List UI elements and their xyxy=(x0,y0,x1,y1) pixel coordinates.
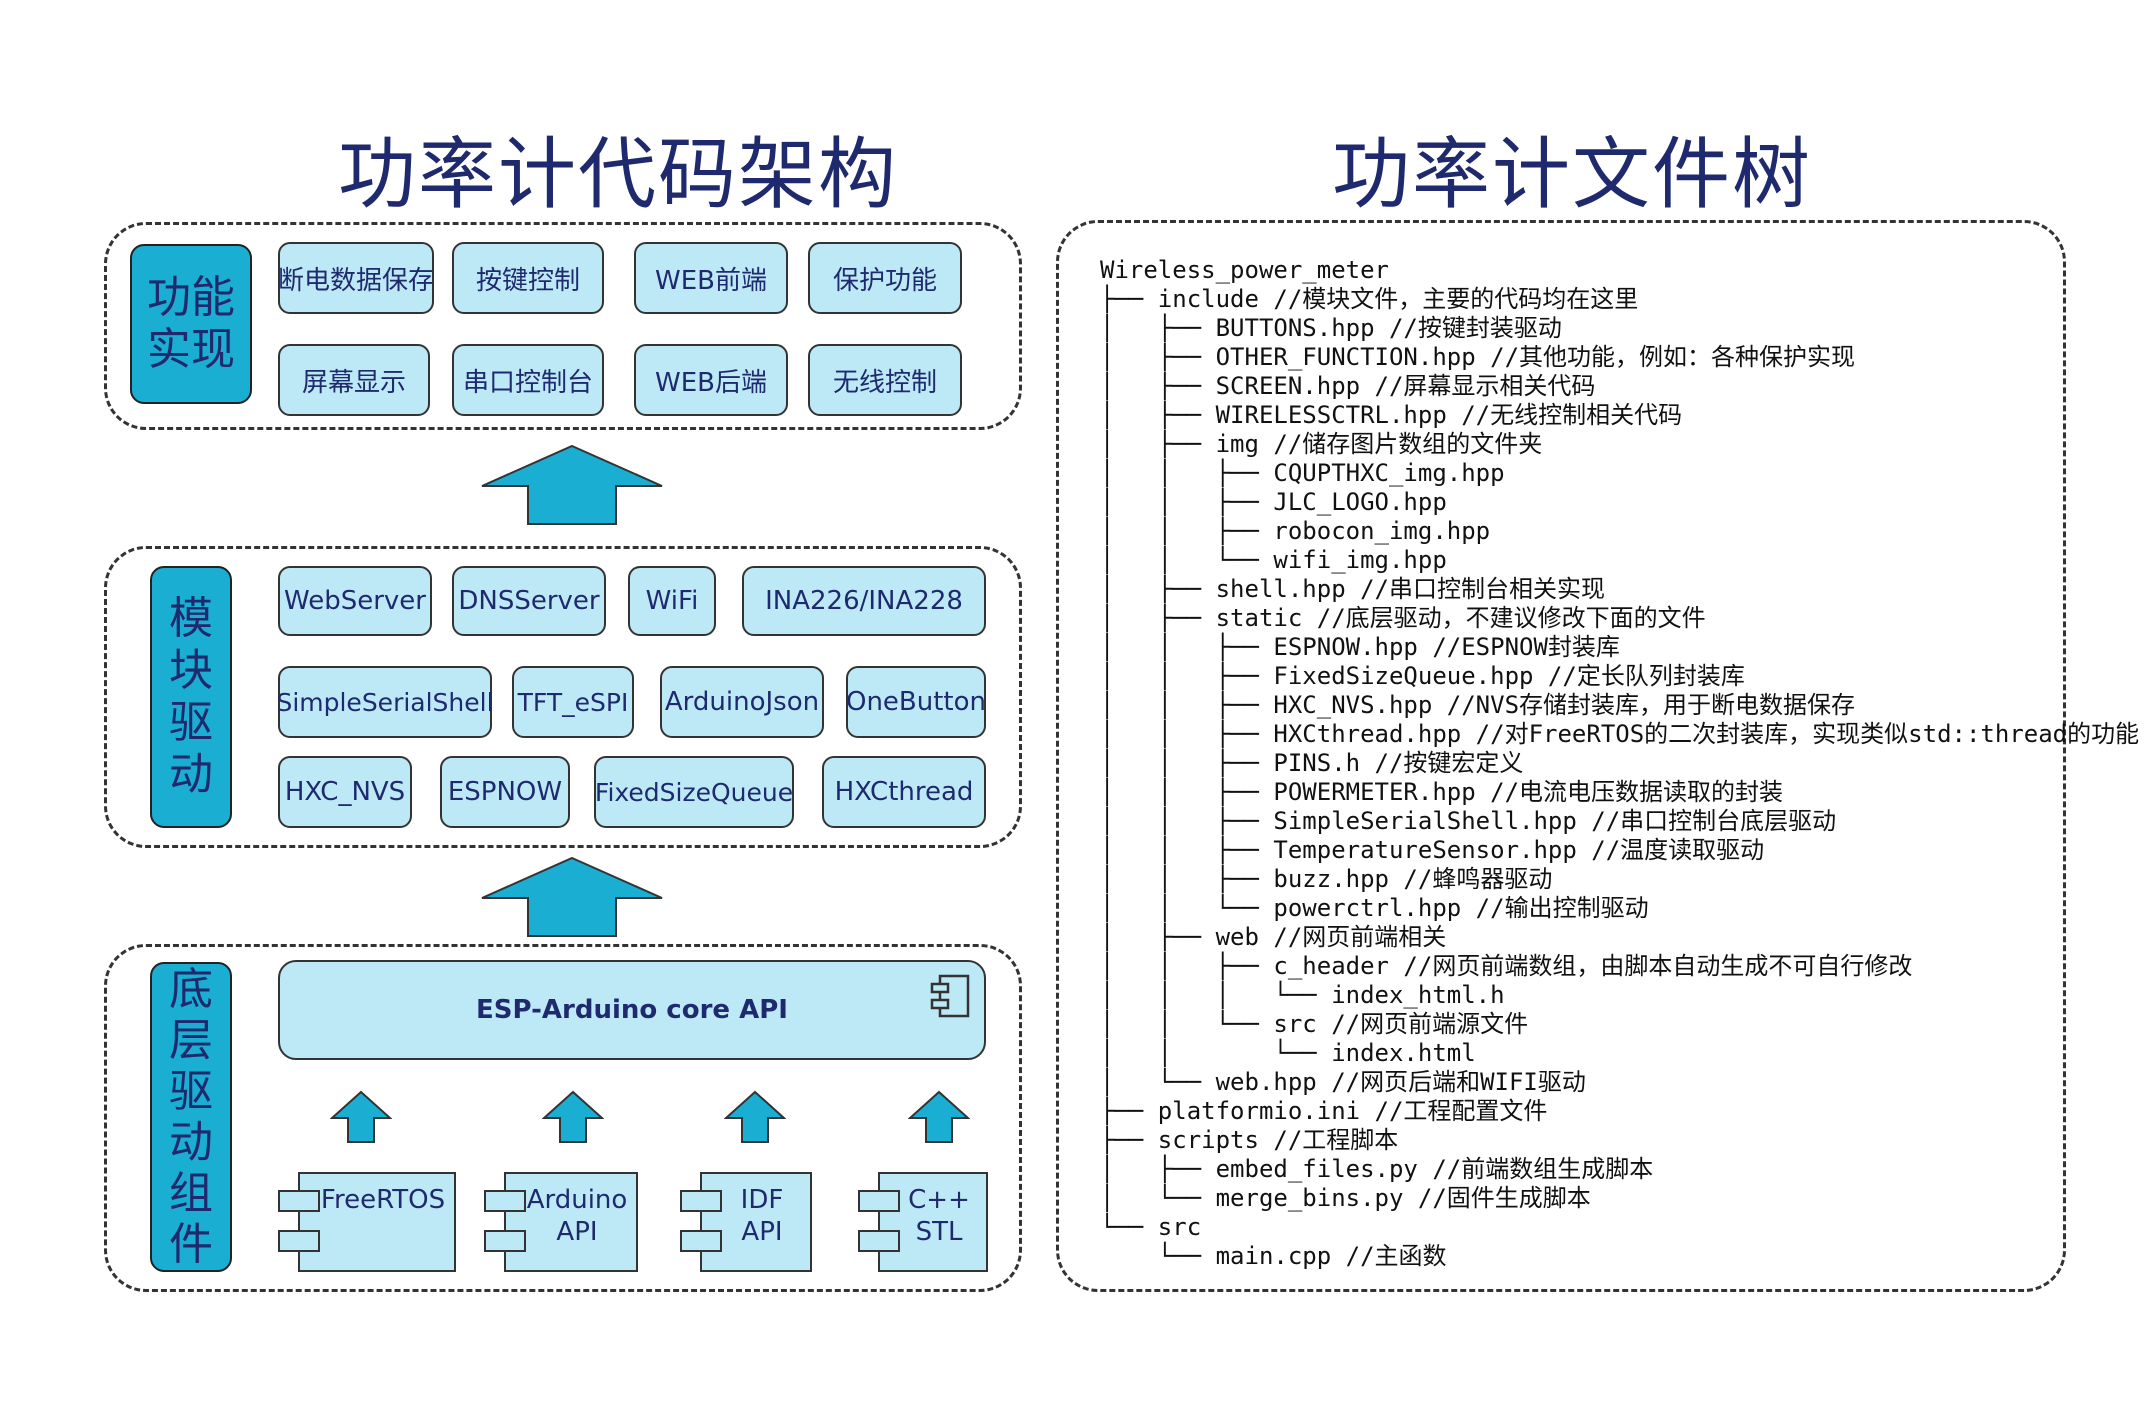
up-arrow-icon xyxy=(908,1090,970,1143)
component-label: C++ xyxy=(908,1185,970,1215)
file-tree-row: │ │ ├── HXCthread.hpp //对FreeRTOS的二次封装库，… xyxy=(1100,720,2140,748)
function-item: 保护功能 xyxy=(808,242,962,314)
function-layer-frame xyxy=(104,222,1022,430)
module-item: OneButton xyxy=(846,666,986,738)
module-item: DNSServer xyxy=(452,566,606,636)
up-arrow-icon xyxy=(542,1090,604,1143)
function-item: 无线控制 xyxy=(808,344,962,416)
file-tree-row: └── src xyxy=(1100,1213,1202,1241)
file-tree-row: │ └── web.hpp //网页后端和WIFI驱动 xyxy=(1100,1068,1586,1096)
component-freertos: FreeRTOS xyxy=(278,1172,456,1272)
component-label: FreeRTOS xyxy=(320,1185,446,1215)
core-api-label: ESP-Arduino core API xyxy=(476,995,788,1025)
module-item: WebServer xyxy=(278,566,432,636)
file-tree-row: │ │ ├── JLC_LOGO.hpp xyxy=(1100,488,1447,516)
component-label: Arduino xyxy=(526,1185,628,1215)
module-item: ESPNOW xyxy=(440,756,570,828)
file-tree-row: │ │ ├── HXC_NVS.hpp //NVS存储封装库，用于断电数据保存 xyxy=(1100,691,1856,719)
function-item: WEB后端 xyxy=(634,344,788,416)
component-idf-api: IDF API xyxy=(680,1172,812,1272)
component-icon xyxy=(930,974,970,1018)
file-tree-row: │ ├── OTHER_FUNCTION.hpp //其他功能，例如：各种保护实… xyxy=(1100,343,1856,371)
file-tree-row: │ └── merge_bins.py //固件生成脚本 xyxy=(1100,1184,1591,1212)
file-tree-row: │ │ ├── robocon_img.hpp xyxy=(1100,517,1491,545)
function-item: WEB前端 xyxy=(634,242,788,314)
module-item: HXC_NVS xyxy=(278,756,412,828)
file-tree-row: │ ├── SCREEN.hpp //屏幕显示相关代码 xyxy=(1100,372,1596,400)
file-tree-row: │ │ ├── c_header //网页前端数组，由脚本自动生成不可自行修改 xyxy=(1100,952,1913,980)
file-tree-row: │ │ ├── ESPNOW.hpp //ESPNOW封装库 xyxy=(1100,633,1620,661)
file-tree-row: │ │ ├── TemperatureSensor.hpp //温度读取驱动 xyxy=(1100,836,1765,864)
file-tree-row: ├── scripts //工程脚本 xyxy=(1100,1126,1399,1154)
file-tree-row: Wireless_power_meter xyxy=(1100,256,1389,284)
module-item: FixedSizeQueue xyxy=(594,756,794,828)
function-item: 屏幕显示 xyxy=(278,344,430,416)
file-tree-row: │ ├── embed_files.py //前端数组生成脚本 xyxy=(1100,1155,1654,1183)
module-layer-frame xyxy=(104,546,1022,848)
file-tree-row: │ │ ├── PINS.h //按键宏定义 xyxy=(1100,749,1524,777)
function-item: 按键控制 xyxy=(452,242,604,314)
file-tree-row: └── main.cpp //主函数 xyxy=(1100,1242,1447,1270)
file-tree-row: ├── platformio.ini //工程配置文件 xyxy=(1100,1097,1548,1125)
file-tree-row: │ │ └── wifi_img.hpp xyxy=(1100,546,1447,574)
base-layer-frame xyxy=(104,944,1022,1292)
module-item: ArduinoJson xyxy=(660,666,824,738)
module-item: HXCthread xyxy=(822,756,986,828)
module-item: INA226/INA228 xyxy=(742,566,986,636)
file-tree-row: │ ├── BUTTONS.hpp //按键封装驱动 xyxy=(1100,314,1562,342)
file-tree-title: 功率计文件树 xyxy=(1332,130,1813,220)
module-item: SimpleSerialShell xyxy=(276,666,494,738)
file-tree-row: │ ├── static //底层驱动，不建议修改下面的文件 xyxy=(1100,604,1706,632)
function-layer-label: 功能 实现 xyxy=(130,244,252,404)
file-tree-row: ├── include //模块文件，主要的代码均在这里 xyxy=(1100,285,1639,313)
file-tree-row: │ ├── web //网页前端相关 xyxy=(1100,923,1447,951)
file-tree-row: │ ├── shell.hpp //串口控制台相关实现 xyxy=(1100,575,1605,603)
component-label: API xyxy=(741,1217,783,1247)
file-tree-row: │ │ │ └── index_html.h xyxy=(1100,981,1505,1009)
function-item: 断电数据保存 xyxy=(278,242,434,314)
component-cpp-stl: C++ STL xyxy=(858,1172,988,1272)
file-tree-row: │ ├── img //储存图片数组的文件夹 xyxy=(1100,430,1543,458)
esp-arduino-core-api-box: ESP-Arduino core API xyxy=(278,960,986,1060)
up-arrow-icon xyxy=(481,444,663,525)
file-tree-row: │ │ └── src //网页前端源文件 xyxy=(1100,1010,1529,1038)
component-label: IDF xyxy=(740,1185,784,1215)
module-layer-label: 模 块 驱 动 xyxy=(150,566,232,828)
up-arrow-icon xyxy=(481,856,663,937)
file-tree-row: │ │ ├── buzz.hpp //蜂鸣器驱动 xyxy=(1100,865,1553,893)
module-item: TFT_eSPI xyxy=(512,666,634,738)
component-label: STL xyxy=(915,1217,963,1247)
up-arrow-icon xyxy=(724,1090,786,1143)
module-item: WiFi xyxy=(628,566,716,636)
file-tree-row: │ │ ├── CQUPTHXC_img.hpp xyxy=(1100,459,1505,487)
file-tree-row: │ ├── WIRELESSCTRL.hpp //无线控制相关代码 xyxy=(1100,401,1683,429)
file-tree-row: │ │ ├── POWERMETER.hpp //电流电压数据读取的封装 xyxy=(1100,778,1784,806)
function-item: 串口控制台 xyxy=(452,344,604,416)
up-arrow-icon xyxy=(330,1090,392,1143)
file-tree-row: │ │ └── index.html xyxy=(1100,1039,1476,1067)
architecture-title: 功率计代码架构 xyxy=(338,130,899,220)
file-tree-row: │ │ ├── SimpleSerialShell.hpp //串口控制台底层驱… xyxy=(1100,807,1837,835)
file-tree-row: │ │ └── powerctrl.hpp //输出控制驱动 xyxy=(1100,894,1649,922)
base-layer-label: 底 层 驱 动 组 件 xyxy=(150,962,232,1272)
file-tree-row: │ │ ├── FixedSizeQueue.hpp //定长队列封装库 xyxy=(1100,662,1745,690)
component-label: API xyxy=(556,1217,598,1247)
file-tree: Wireless_power_meter├── include //模块文件，主… xyxy=(1100,256,2139,1271)
file-tree-frame xyxy=(1056,220,2066,1292)
component-arduino-api: Arduino API xyxy=(484,1172,638,1272)
